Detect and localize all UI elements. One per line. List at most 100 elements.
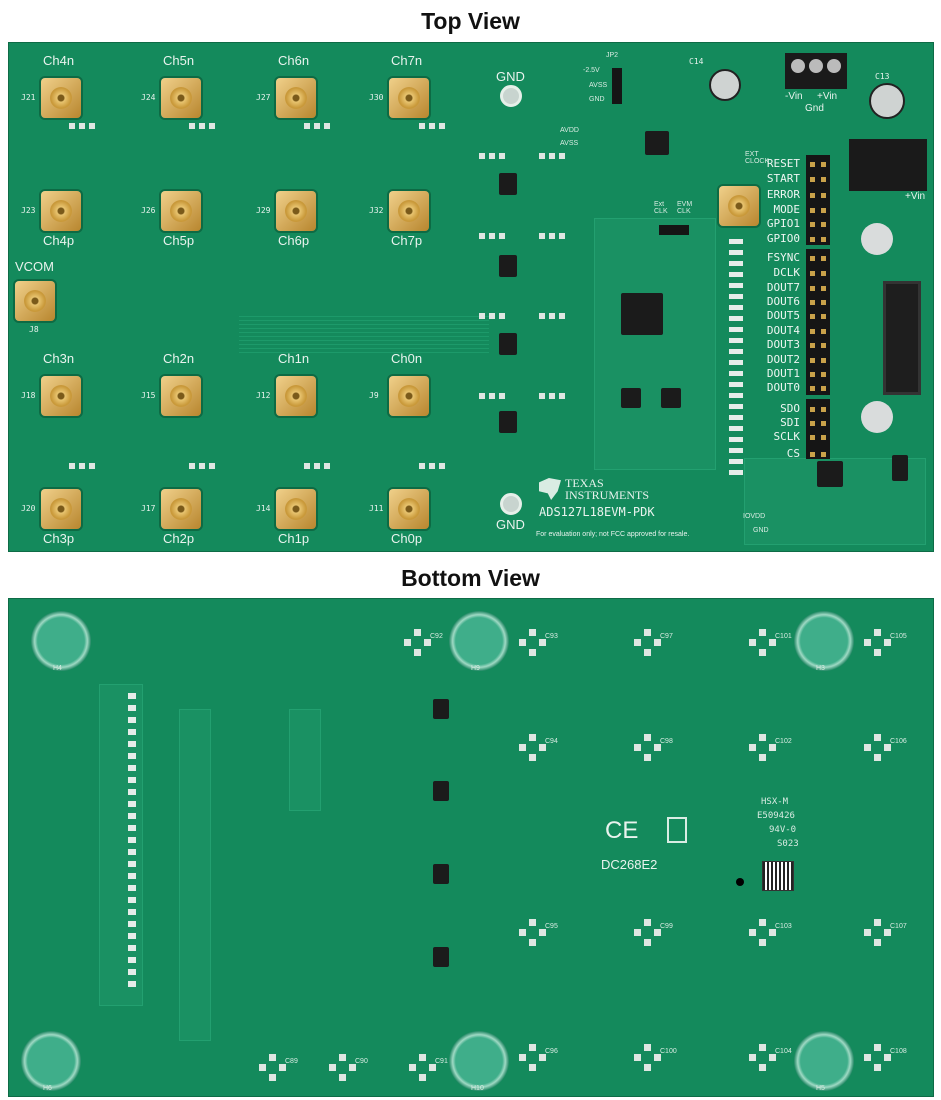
connector-designator: J24	[141, 93, 156, 102]
header-pin	[821, 271, 826, 276]
plus-vin-jack-label: +Vin	[905, 191, 926, 202]
buffer-chip	[661, 388, 681, 408]
header-pin	[810, 222, 815, 227]
connector-designator: J20	[21, 504, 36, 513]
connector-designator: J17	[141, 504, 156, 513]
cap-pad	[279, 1064, 286, 1071]
vcom-label: VCOM	[15, 259, 54, 274]
header-pin	[810, 300, 815, 305]
cap-label: C101	[775, 633, 792, 640]
designator-c14: C14	[689, 57, 704, 66]
sma-connector-ext-clock[interactable]	[719, 186, 759, 226]
mounting-hole	[449, 611, 509, 671]
gnd-testpoint-top[interactable]	[500, 85, 522, 107]
smd-pad	[419, 463, 425, 469]
sma-connector[interactable]	[41, 191, 81, 231]
sma-connector[interactable]	[389, 376, 429, 416]
amp-chip	[433, 947, 449, 967]
cap-pad	[539, 639, 546, 646]
cap-pad	[654, 929, 661, 936]
sma-connector[interactable]	[161, 191, 201, 231]
smd-pad	[499, 313, 505, 319]
ext-clock-label: EXT CLOCK	[745, 151, 770, 165]
header-pin	[810, 372, 815, 377]
gnd-testpoint-bottom[interactable]	[500, 493, 522, 515]
amp-chip	[499, 255, 517, 277]
header-pin	[810, 343, 815, 348]
sma-connector[interactable]	[389, 78, 429, 118]
connector-designator: J8	[29, 325, 39, 334]
adc-region	[594, 218, 716, 470]
smd-pad	[304, 463, 310, 469]
sma-connector[interactable]	[161, 376, 201, 416]
connector-designator: J14	[256, 504, 271, 513]
header-pin-label: SDI	[780, 416, 800, 429]
header-pin	[821, 222, 826, 227]
cap-pad	[759, 629, 766, 636]
u2-chip	[892, 455, 908, 481]
header-pin-label: DOUT4	[766, 324, 800, 337]
smd-pad	[559, 393, 565, 399]
mounting-hole	[21, 1031, 81, 1091]
brand-line2: Instruments	[565, 488, 650, 502]
trace-bus	[239, 313, 489, 353]
header-pin	[810, 452, 815, 457]
header-pin-label: GPIO1	[766, 217, 800, 230]
ce-mark: CE	[605, 817, 639, 844]
sma-connector[interactable]	[389, 191, 429, 231]
cap-pad	[259, 1064, 266, 1071]
sma-connector[interactable]	[276, 489, 316, 529]
smd-pad	[304, 123, 310, 129]
cap-pad	[874, 754, 881, 761]
header-pin-label: DOUT1	[766, 367, 800, 380]
sma-connector[interactable]	[41, 78, 81, 118]
ground-pour	[179, 709, 211, 1041]
bottom-view-title: Bottom View	[401, 565, 540, 591]
smd-pad	[489, 313, 495, 319]
cap-pad	[409, 1064, 416, 1071]
sma-connector[interactable]	[389, 489, 429, 529]
amp-chip	[433, 864, 449, 884]
smd-pad	[79, 123, 85, 129]
connector-designator: J18	[21, 391, 36, 400]
sma-connector[interactable]	[41, 489, 81, 529]
cap-pad	[654, 744, 661, 751]
sma-connector[interactable]	[276, 191, 316, 231]
cap-pad	[539, 1054, 546, 1061]
gnd-io-label: GND	[753, 527, 769, 534]
jumper-jp2[interactable]	[612, 68, 622, 104]
smd-pad	[549, 233, 555, 239]
jumper-jp1[interactable]	[659, 225, 689, 235]
cap-pad	[429, 1064, 436, 1071]
sma-connector[interactable]	[41, 376, 81, 416]
header-pin	[821, 314, 826, 319]
sma-connector[interactable]	[161, 78, 201, 118]
header-pin	[810, 329, 815, 334]
sma-connector[interactable]	[161, 489, 201, 529]
connector-designator: J30	[369, 93, 384, 102]
header-pin-label: ERROR	[766, 188, 800, 201]
header-pin	[821, 343, 826, 348]
sma-connector-vcom[interactable]	[15, 281, 55, 321]
smd-pad	[549, 393, 555, 399]
iovdd-label: IOVDD	[743, 513, 766, 520]
sma-connector[interactable]	[276, 78, 316, 118]
evm-clk-label: EVM CLK	[677, 201, 693, 215]
channel-label: Ch2p	[163, 531, 195, 546]
connector-designator: J27	[256, 93, 271, 102]
connector-designator: J12	[256, 391, 271, 400]
header-pin	[810, 208, 815, 213]
header-pin	[810, 407, 815, 412]
sma-connector[interactable]	[276, 376, 316, 416]
header-pin-label: DCLK	[773, 266, 801, 279]
smd-pad	[419, 123, 425, 129]
header-pin	[821, 162, 826, 167]
smd-pad	[539, 393, 545, 399]
cap-pad	[529, 1064, 536, 1071]
cap-pad	[884, 929, 891, 936]
amp-chip	[499, 333, 517, 355]
channel-label: Ch6n	[278, 53, 310, 68]
header-j4[interactable]	[806, 155, 830, 245]
cap-pad	[529, 919, 536, 926]
header-pin-label: FSYNC	[766, 251, 800, 264]
